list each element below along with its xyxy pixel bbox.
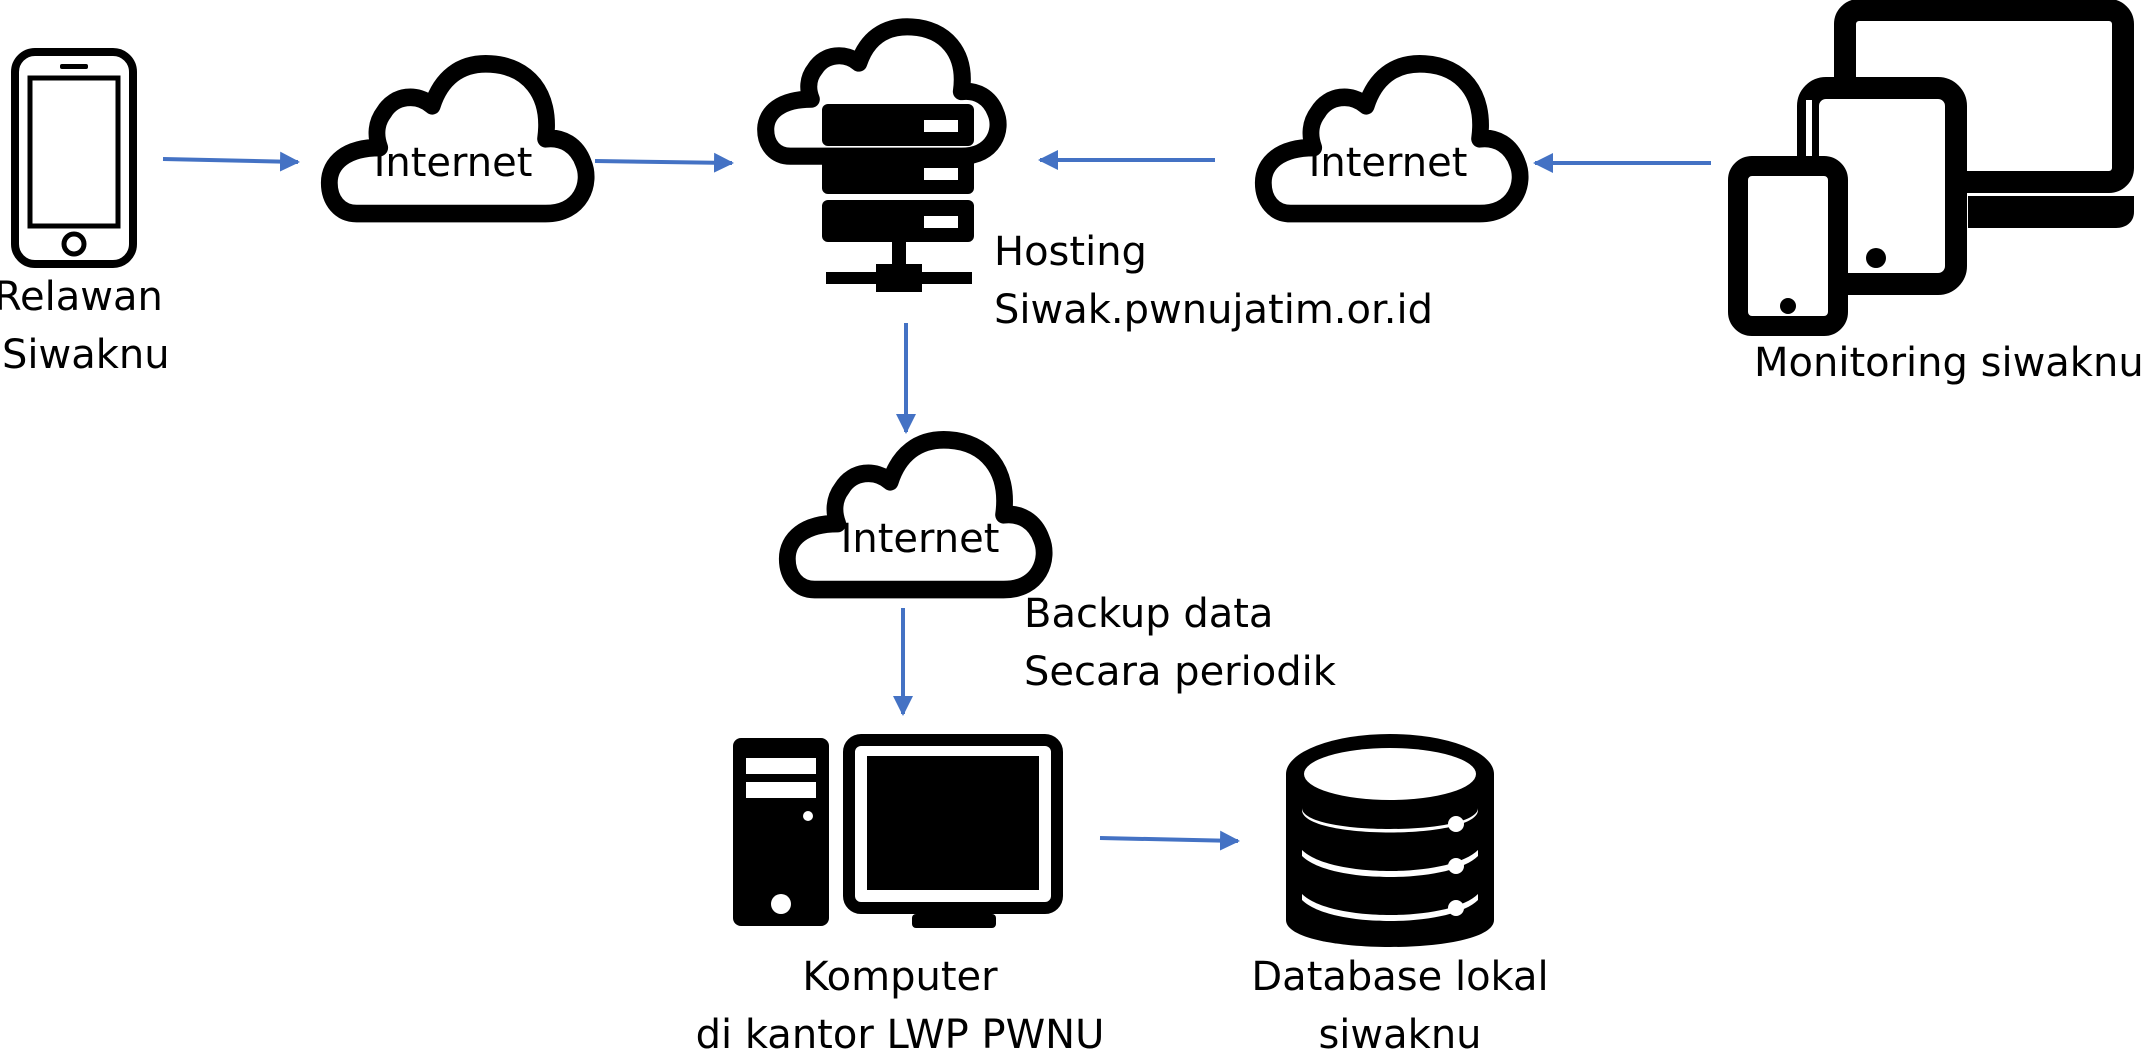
backup-label: Backup data Secara periodik (1024, 585, 1336, 701)
database-line2: siwaknu (1318, 1012, 1482, 1058)
cloud-icon-right: Internet (1254, 55, 1529, 223)
relawan-line1: Relawan (0, 274, 163, 320)
database-icon (1286, 734, 1494, 947)
cloud-icon-left: Internet (320, 55, 595, 223)
cloud-middle-label: Internet (841, 516, 1000, 562)
hosting-line1: Hosting (994, 229, 1147, 275)
backup-line1: Backup data (1024, 591, 1274, 637)
arrow-cloud-to-hosting (594, 152, 734, 173)
arrow-computer-to-database (1099, 830, 1240, 851)
database-label: Database lokal siwaknu (1220, 948, 1580, 1064)
desktop-computer-icon (733, 734, 1063, 928)
komputer-line2: di kantor LWP PWNU (695, 1012, 1105, 1058)
database-line1: Database lokal (1251, 954, 1549, 1000)
komputer-label: Komputer di kantor LWP PWNU (680, 948, 1120, 1064)
smartphone-icon (11, 48, 137, 268)
backup-line2: Secara periodik (1024, 649, 1336, 695)
cloud-server-icon (757, 18, 1007, 292)
hosting-line2: Siwak.pwnujatim.or.id (994, 287, 1433, 333)
hosting-label: Hosting Siwak.pwnujatim.or.id (994, 223, 1433, 339)
cloud-right-label: Internet (1309, 140, 1468, 186)
relawan-line2: Siwaknu (2, 332, 170, 378)
komputer-line1: Komputer (802, 954, 998, 1000)
arrow-phone-to-cloud (162, 151, 300, 172)
multi-device-icon (1728, 0, 2134, 336)
cloud-left-label: Internet (374, 140, 533, 186)
relawan-label: Relawan Siwaknu (0, 268, 170, 384)
cloud-icon-middle: Internet (778, 431, 1053, 599)
monitoring-label: Monitoring siwaknu (1754, 340, 2141, 386)
